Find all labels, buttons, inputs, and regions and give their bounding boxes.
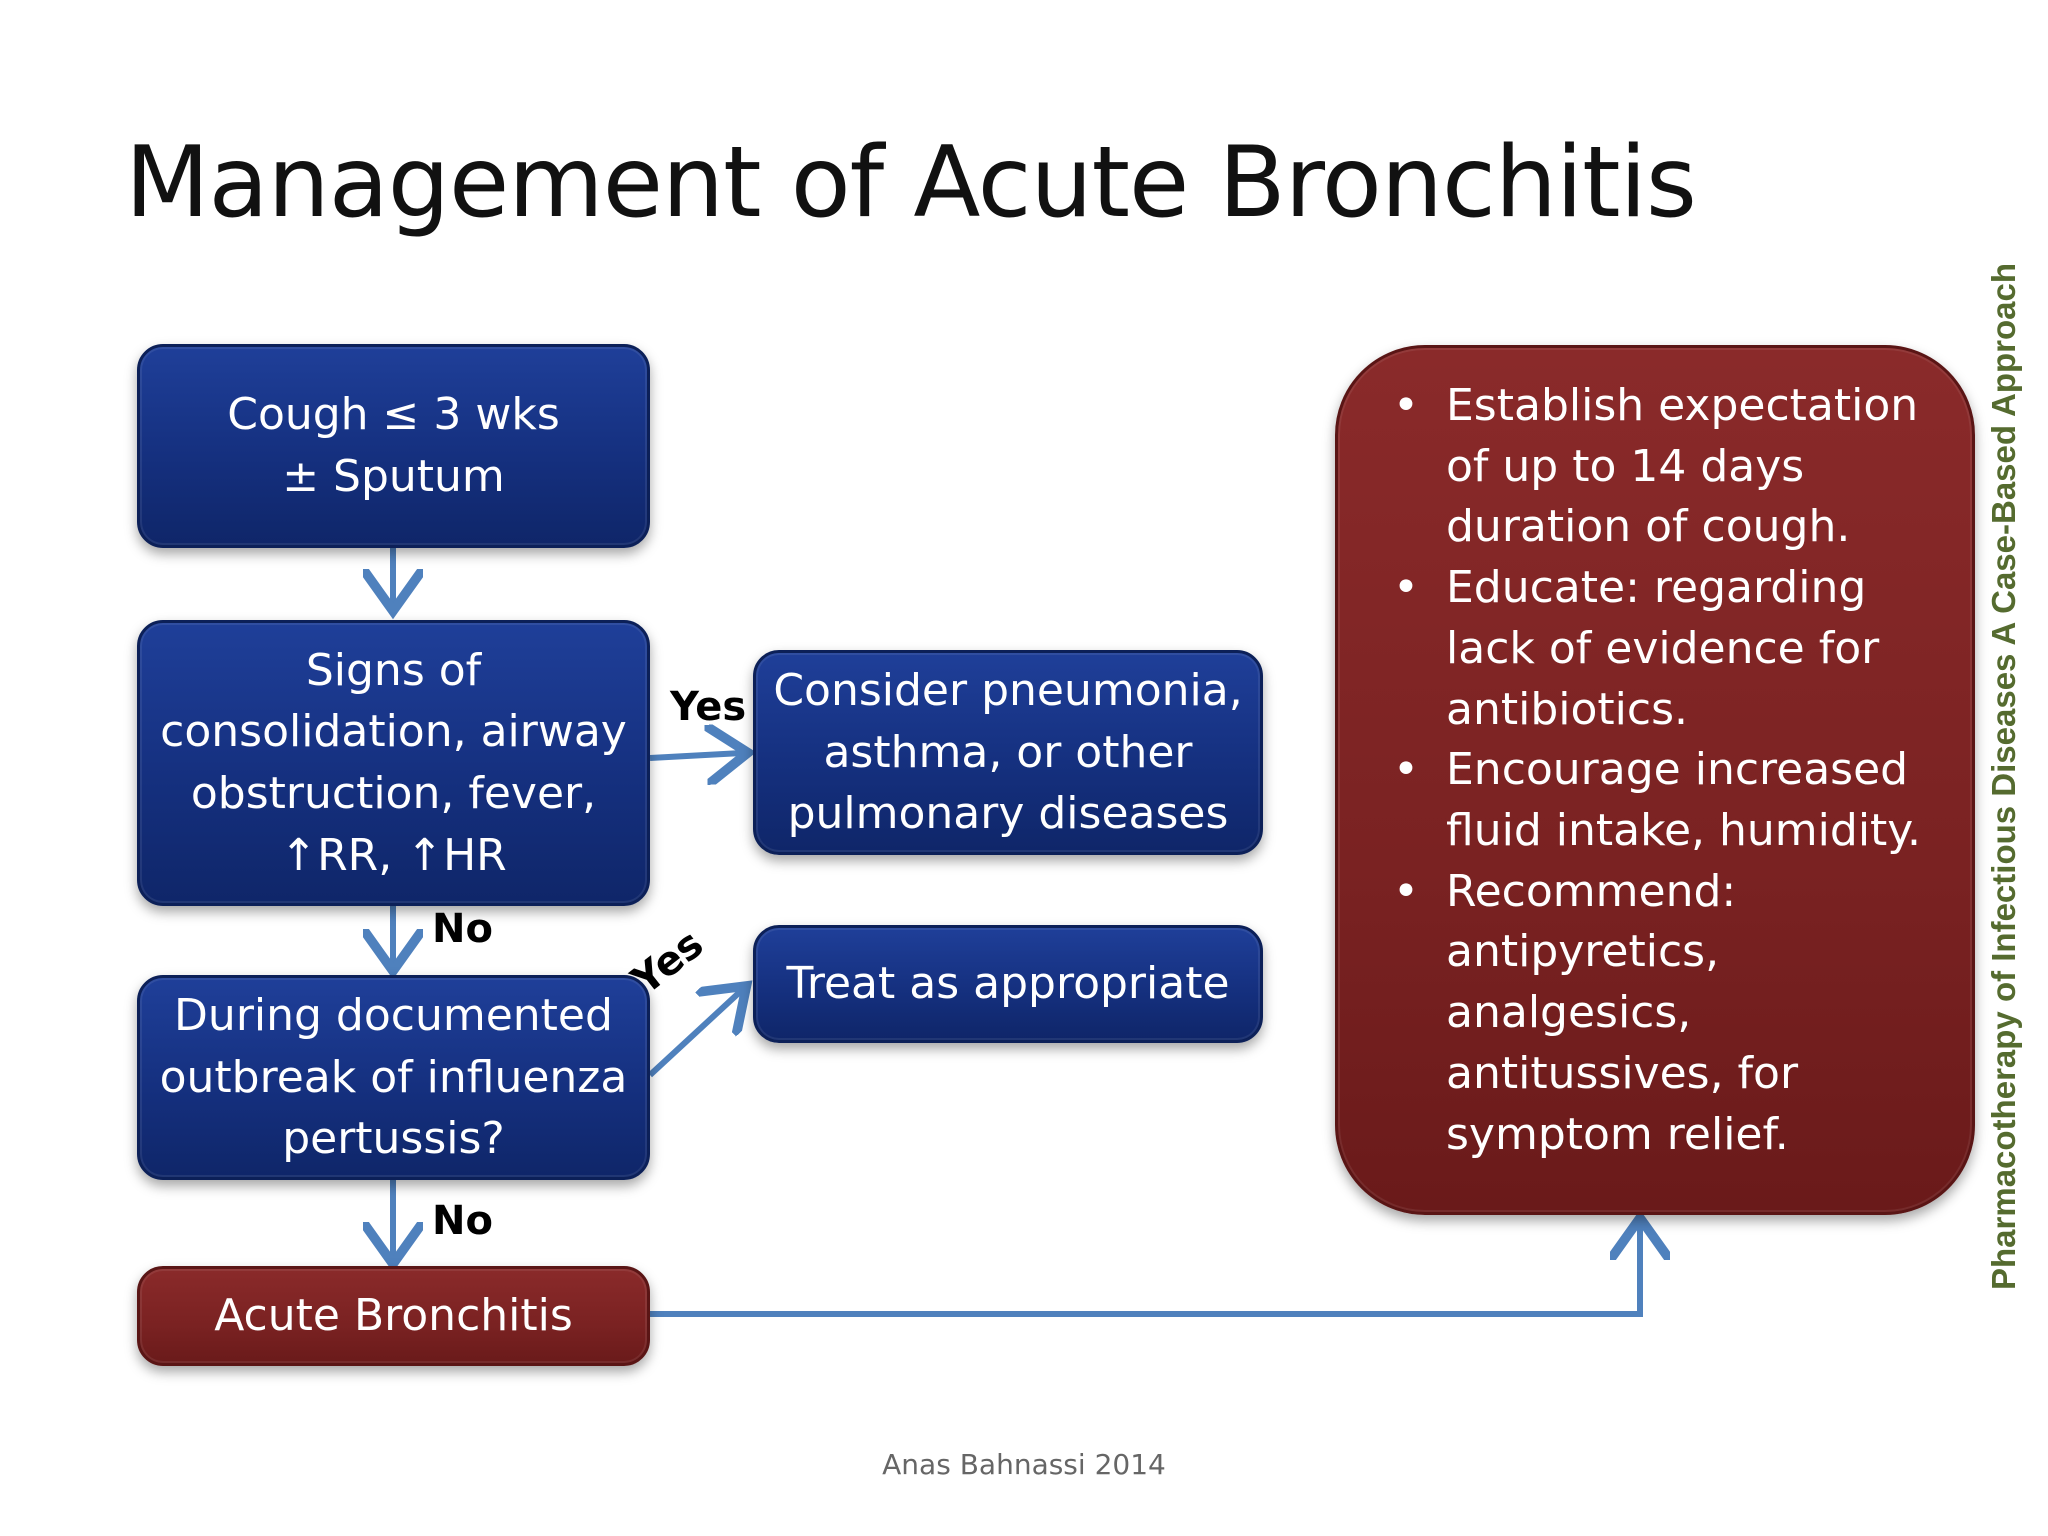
management-item: • Educate: regarding lack of evidence for… bbox=[1386, 558, 1932, 740]
bullet-icon: • bbox=[1393, 744, 1419, 796]
management-item-text: Recommend: antipyretics, analgesics, ant… bbox=[1446, 865, 1799, 1160]
management-item-text: Establish expectation of up to 14 days d… bbox=[1446, 380, 1919, 553]
bullet-icon: • bbox=[1393, 865, 1419, 917]
bullet-icon: • bbox=[1393, 562, 1419, 614]
management-item-text: Encourage increased fluid intake, humidi… bbox=[1446, 744, 1922, 857]
outbreak-box: During documented outbreak of influenza … bbox=[137, 975, 650, 1180]
cough-box: Cough ≤ 3 wks ± Sputum bbox=[137, 344, 650, 548]
treat-box-text: Treat as appropriate bbox=[786, 958, 1230, 1010]
footer-credit: Anas Bahnassi 2014 bbox=[882, 1448, 1166, 1481]
treat-box: Treat as appropriate bbox=[753, 925, 1263, 1043]
arrow-signs-to-consider bbox=[649, 753, 742, 758]
outbreak-box-text: During documented outbreak of influenza … bbox=[159, 990, 628, 1165]
arrow-outbreak-to-treat bbox=[647, 990, 742, 1078]
book-title-vertical: Pharmacotherapy of Infectious Diseases A… bbox=[1985, 263, 2022, 1290]
no-label-signs: No bbox=[432, 906, 493, 952]
management-item: • Establish expectation of up to 14 days … bbox=[1386, 376, 1932, 558]
arrow-acute-to-management bbox=[650, 1224, 1640, 1317]
management-item-text: Educate: regarding lack of evidence for … bbox=[1446, 562, 1880, 735]
consider-box: Consider pneumonia, asthma, or other pul… bbox=[753, 650, 1263, 855]
signs-box-text: Signs of consolidation, airway obstructi… bbox=[160, 644, 627, 881]
consider-box-text: Consider pneumonia, asthma, or other pul… bbox=[773, 665, 1243, 840]
management-list: • Establish expectation of up to 14 days … bbox=[1386, 376, 1932, 1165]
yes-label-signs: Yes bbox=[670, 684, 747, 730]
acute-bronchitis-box: Acute Bronchitis bbox=[137, 1266, 650, 1366]
slide-title: Management of Acute Bronchitis bbox=[125, 126, 1697, 240]
acute-bronchitis-box-text: Acute Bronchitis bbox=[214, 1290, 573, 1342]
bullet-icon: • bbox=[1393, 380, 1419, 431]
signs-box: Signs of consolidation, airway obstructi… bbox=[137, 620, 650, 906]
cough-box-text: Cough ≤ 3 wks ± Sputum bbox=[227, 389, 560, 502]
management-item: • Recommend: antipyretics, analgesics, an… bbox=[1386, 862, 1932, 1166]
management-item: • Encourage increased fluid intake, humid… bbox=[1386, 740, 1932, 861]
management-box: • Establish expectation of up to 14 days … bbox=[1335, 345, 1975, 1215]
no-label-outbreak: No bbox=[432, 1198, 493, 1244]
